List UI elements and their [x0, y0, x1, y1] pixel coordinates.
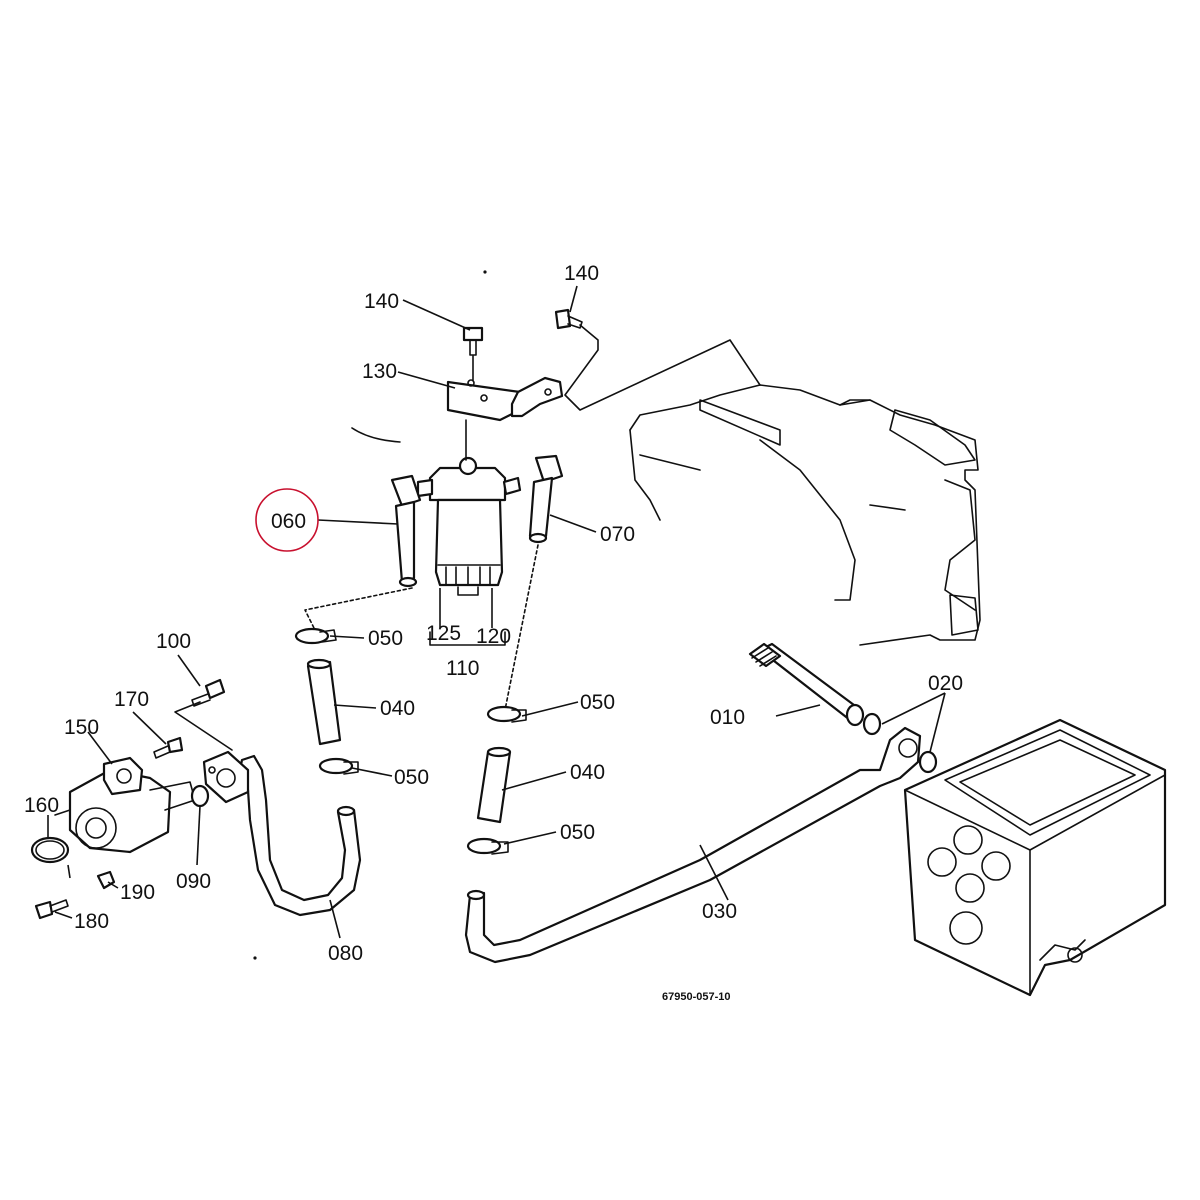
o-ring-020-right: [918, 750, 938, 774]
o-ring-090: [190, 784, 210, 808]
o-ring-020-left: [862, 712, 882, 736]
label-030: 030: [702, 900, 737, 923]
transmission-case: [903, 718, 1167, 997]
label-180: 180: [74, 910, 109, 933]
label-050-3: 050: [580, 691, 615, 714]
bolt-100: [191, 678, 226, 707]
label-150: 150: [64, 716, 99, 739]
hose-040-left: [306, 658, 342, 746]
engine-housing-outline: [629, 384, 981, 646]
label-060: 060: [271, 510, 306, 533]
label-050-2: 050: [394, 766, 429, 789]
highlight-circle-060: [255, 488, 319, 552]
label-100: 100: [156, 630, 191, 653]
label-020: 020: [928, 672, 963, 695]
nut-190: [96, 870, 116, 890]
label-040-left: 040: [380, 697, 415, 720]
pipe-030: [464, 726, 922, 964]
stray-arc: [351, 427, 401, 443]
bolt-140-left: [462, 326, 484, 356]
bolt-100-line: [174, 701, 233, 751]
hose-040-right: [476, 746, 512, 824]
mounting-bracket: [446, 376, 564, 422]
oil-filter-assembly: [416, 419, 522, 596]
document-number: 67950-057-10: [662, 991, 731, 1003]
clamp-050-3: [486, 705, 527, 723]
bracket-110: [429, 631, 506, 646]
leader-lines: [47, 285, 946, 939]
clamp-050-4: [466, 837, 509, 855]
o-ring-160-inner: [35, 840, 65, 860]
label-010: 010: [710, 706, 745, 729]
hose-060: [390, 474, 422, 588]
label-140-right: 140: [564, 262, 599, 285]
pipe-flange: [202, 750, 250, 804]
label-080: 080: [328, 942, 363, 965]
bolt-line-right: [564, 324, 761, 411]
label-110: 110: [446, 657, 479, 680]
label-050-4: 050: [560, 821, 595, 844]
pipe-010: [748, 642, 865, 727]
label-040-right: 040: [570, 761, 605, 784]
stray-dot-1: [483, 270, 487, 274]
guide-line-070: [504, 544, 539, 711]
label-130: 130: [362, 360, 397, 383]
label-190: 190: [120, 881, 155, 904]
pipe-080: [238, 754, 362, 917]
label-125: 125: [426, 622, 461, 645]
hydraulic-pump: [54, 756, 196, 854]
label-160: 160: [24, 794, 59, 817]
clamp-050-2: [318, 757, 359, 775]
label-070: 070: [600, 523, 635, 546]
label-140-left: 140: [364, 290, 399, 313]
bolt-180: [34, 899, 69, 920]
guide-line-060: [304, 587, 413, 631]
stray-dot-2: [253, 956, 257, 960]
bolt-140-right: [554, 308, 583, 330]
hose-070: [528, 454, 564, 544]
label-120: 120: [476, 625, 511, 648]
label-090: 090: [176, 870, 211, 893]
label-050-1: 050: [368, 627, 403, 650]
label-170: 170: [114, 688, 149, 711]
clamp-050-1: [294, 627, 337, 645]
bolt-170: [153, 736, 184, 759]
